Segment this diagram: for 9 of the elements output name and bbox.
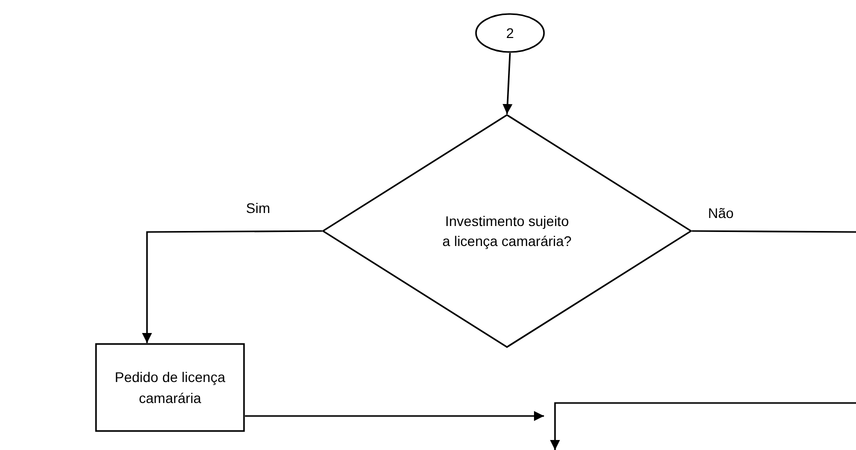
edge-label: Não bbox=[706, 205, 736, 221]
arrow bbox=[502, 52, 512, 114]
arrow bbox=[245, 411, 544, 421]
connector-number: 2 bbox=[506, 24, 514, 43]
arrow bbox=[142, 230, 322, 343]
edge-label: Sim bbox=[244, 200, 272, 216]
decision-text: Investimento sujeito a licença camarária? bbox=[441, 212, 573, 251]
connector-line bbox=[692, 230, 856, 233]
process-text: Pedido de licença camarária bbox=[114, 368, 226, 408]
